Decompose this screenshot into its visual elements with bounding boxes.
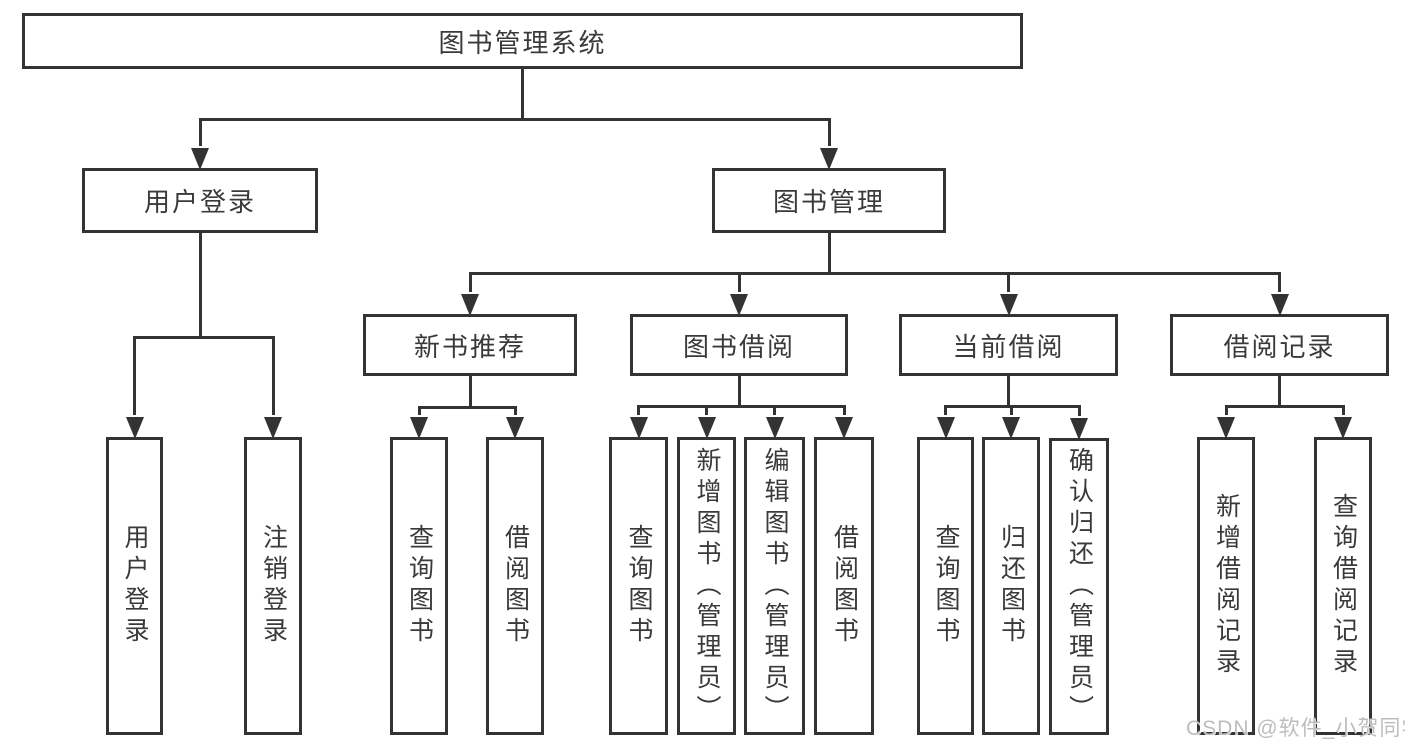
node-bb-edit-books: 编辑图书（管理员）	[744, 437, 805, 735]
node-br-query-record: 查询借阅记录	[1314, 437, 1372, 735]
node-label: 查询图书	[932, 524, 960, 648]
node-label: 图书管理系统	[438, 27, 607, 58]
node-label: 借阅图书	[830, 524, 859, 648]
connector-line	[468, 272, 472, 292]
node-nb-borrow-books: 借阅图书	[486, 437, 544, 735]
node-label: 借阅图书	[501, 524, 530, 648]
node-cb-query-books: 查询图书	[917, 437, 974, 735]
node-br-add-record: 新增借阅记录	[1197, 437, 1255, 735]
connector-line	[1007, 272, 1010, 292]
node-leaf-user-login: 用户登录	[106, 437, 163, 735]
connector-line	[1077, 405, 1081, 416]
connector-line	[513, 406, 517, 415]
arrow-down-icon	[191, 148, 209, 170]
connector-line	[1009, 405, 1013, 415]
node-leaf-logout: 注销登录	[244, 437, 302, 735]
connector-line	[773, 405, 776, 415]
node-borrow-records: 借阅记录	[1170, 314, 1389, 376]
arrow-down-icon	[1070, 418, 1088, 440]
connector-line	[1007, 376, 1010, 408]
connector-line	[417, 406, 421, 415]
arrow-down-icon	[125, 417, 144, 439]
connector-line	[827, 233, 831, 275]
node-label: 查询图书	[405, 524, 434, 648]
connector-line	[521, 69, 524, 121]
connector-line	[705, 405, 708, 415]
connector-line	[737, 272, 741, 292]
arrow-down-icon	[820, 148, 838, 170]
node-bb-add-books: 新增图书（管理员）	[677, 437, 736, 735]
arrow-down-icon	[629, 417, 648, 439]
node-label: 新书推荐	[413, 331, 526, 362]
arrow-down-icon	[410, 417, 428, 439]
connector-line	[1224, 405, 1228, 415]
connector-line	[827, 118, 831, 146]
node-label: 新增图书（管理员）	[693, 446, 721, 726]
arrow-down-icon	[1270, 294, 1289, 316]
node-label: 确认归还（管理员）	[1065, 447, 1094, 726]
node-label: 查询图书	[625, 524, 653, 648]
arrow-down-icon	[1002, 417, 1020, 439]
connector-line	[1278, 376, 1281, 408]
connector-line	[468, 376, 472, 409]
node-root: 图书管理系统	[22, 13, 1023, 69]
node-label: 查询借阅记录	[1329, 493, 1358, 679]
node-user-login: 用户登录	[82, 168, 318, 233]
node-label: 图书管理	[772, 187, 885, 217]
node-cb-return-books: 归还图书	[982, 437, 1040, 735]
node-label: 借阅记录	[1223, 331, 1336, 362]
connector-line	[944, 405, 947, 415]
node-label: 用户登录	[121, 524, 149, 648]
node-book-management: 图书管理	[712, 168, 946, 233]
connector-line	[1341, 405, 1345, 415]
node-label: 注销登录	[259, 524, 288, 648]
node-nb-query-books: 查询图书	[390, 437, 448, 735]
node-current-borrow: 当前借阅	[899, 314, 1118, 376]
connector-line	[637, 405, 640, 415]
node-label: 归还图书	[997, 524, 1026, 648]
connector-line	[133, 336, 136, 415]
node-cb-confirm-return: 确认归还（管理员）	[1049, 438, 1109, 735]
connector-line	[637, 405, 846, 408]
arrow-down-icon	[697, 417, 716, 439]
node-new-book-recommend: 新书推荐	[363, 314, 577, 376]
connector-line	[1278, 272, 1281, 292]
arrow-down-icon	[1217, 417, 1235, 439]
arrow-down-icon	[999, 294, 1018, 316]
node-label: 图书借阅	[682, 331, 795, 362]
node-bb-query-books: 查询图书	[609, 437, 668, 735]
connector-line	[198, 233, 202, 339]
arrow-down-icon	[835, 417, 853, 439]
watermark: CSDN @软件_小贺同学	[1186, 717, 1405, 740]
node-label: 当前借阅	[952, 331, 1065, 362]
arrow-down-icon	[264, 417, 282, 439]
node-label: 用户登录	[143, 187, 256, 217]
connector-line	[842, 405, 846, 415]
connector-line	[198, 118, 202, 146]
connector-line	[271, 336, 275, 415]
connector-line	[468, 272, 1281, 275]
arrow-down-icon	[730, 294, 748, 316]
arrow-down-icon	[765, 417, 784, 439]
arrow-down-icon	[461, 294, 479, 316]
node-label: 编辑图书（管理员）	[761, 446, 789, 726]
node-book-borrow: 图书借阅	[630, 314, 848, 376]
node-bb-borrow-books: 借阅图书	[814, 437, 874, 735]
connector-line	[198, 118, 831, 121]
node-label: 新增借阅记录	[1212, 493, 1241, 679]
arrow-down-icon	[1334, 417, 1352, 439]
arrow-down-icon	[936, 417, 955, 439]
arrow-down-icon	[506, 417, 524, 439]
connector-line	[1224, 405, 1345, 408]
connector-line	[417, 406, 517, 409]
connector-line	[133, 336, 275, 339]
connector-line	[737, 376, 741, 408]
